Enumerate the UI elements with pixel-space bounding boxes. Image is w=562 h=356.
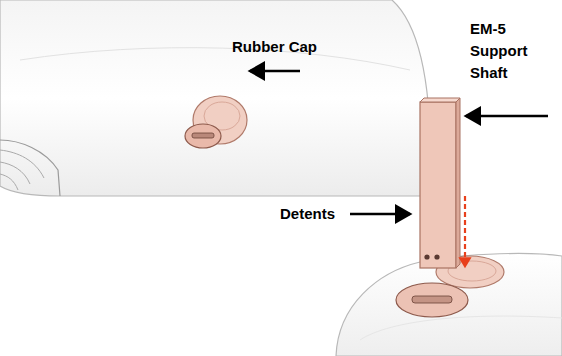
detent	[424, 254, 429, 259]
part-label: EM-5 Support Shaft	[470, 18, 542, 84]
support-shaft	[420, 98, 460, 268]
part-label: Detents	[280, 203, 350, 225]
rubber-cap	[185, 96, 247, 148]
housing-bottom	[336, 254, 562, 356]
housing-top	[0, 0, 431, 196]
leader-arrow	[350, 213, 410, 216]
leader-arrow	[466, 115, 548, 118]
insertion-arrow	[464, 196, 466, 266]
part-label: Rubber Cap	[232, 36, 342, 58]
leader-arrow	[250, 70, 300, 73]
detent	[434, 254, 439, 259]
